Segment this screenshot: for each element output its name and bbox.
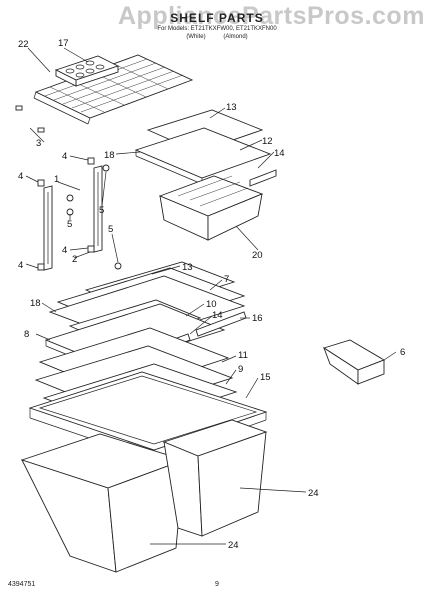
callout-11: 11	[238, 350, 248, 361]
callout-5: 5	[67, 219, 72, 230]
callout-3: 3	[36, 138, 41, 149]
callout-24: 24	[228, 540, 239, 551]
meat-drawer	[158, 175, 264, 241]
crisper-drawers	[20, 419, 268, 573]
callout-24: 24	[308, 488, 319, 499]
color-white: (White)	[186, 34, 206, 40]
callout-1: 1	[54, 174, 59, 185]
callout-4: 4	[18, 171, 23, 182]
callout-13: 13	[226, 102, 237, 113]
callout-4: 4	[18, 260, 23, 271]
callout-12: 12	[262, 136, 273, 147]
callout-13: 13	[182, 262, 193, 273]
callout-4: 4	[62, 245, 67, 256]
shelf-ladders	[37, 157, 122, 271]
diagram-title: SHELF PARTS	[170, 11, 264, 25]
watermark: AppliancePartsPros.com	[118, 2, 425, 30]
callout-14: 14	[212, 310, 223, 321]
callout-6: 6	[400, 347, 405, 358]
callout-22: 22	[18, 39, 29, 50]
callout-20: 20	[252, 250, 263, 261]
callout-9: 9	[238, 364, 243, 375]
leader-lines	[25, 47, 397, 545]
egg-tray	[54, 55, 120, 87]
page-number: 9	[215, 581, 219, 588]
callout-10: 10	[206, 299, 217, 310]
callout-17: 17	[58, 38, 69, 49]
color-almond: (Almond)	[223, 34, 248, 40]
callout-8: 8	[24, 329, 29, 340]
callout-4: 4	[62, 151, 67, 162]
shelf-stop-3	[15, 105, 45, 133]
door-bin	[322, 339, 386, 385]
models-line: For Models: ET21TKXFW00, ET21TKXFN00	[157, 26, 277, 32]
callout-15: 15	[260, 372, 271, 383]
callout-5: 5	[99, 205, 104, 216]
callout-18: 18	[30, 298, 41, 309]
doc-number: 4394751	[8, 581, 36, 588]
callout-14: 14	[274, 148, 285, 159]
upper-glass-shelf	[134, 109, 277, 187]
callout-18: 18	[104, 150, 115, 161]
callout-numbers: 22 17 13 12 14 18 3 4 4 1 5 5 5 4 4 2 20…	[18, 38, 405, 551]
callout-2: 2	[72, 254, 77, 265]
callout-7: 7	[224, 274, 229, 285]
color-variants: (White) (Almond)	[0, 34, 434, 40]
callout-5: 5	[108, 224, 113, 235]
callout-16: 16	[252, 313, 263, 324]
